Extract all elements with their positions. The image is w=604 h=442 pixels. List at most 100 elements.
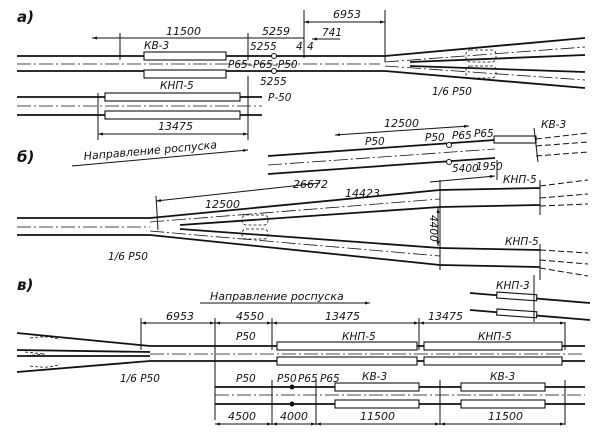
- retarder-kv3: [334, 382, 420, 392]
- retarder-knp3: [495, 291, 538, 302]
- dim-4550: 4550: [236, 310, 264, 323]
- joint: [271, 68, 277, 74]
- direction-label-c: Направление роспуска: [210, 290, 344, 303]
- dashed-continuation: [539, 193, 589, 199]
- dim-14423: 14423: [345, 187, 380, 200]
- section-b-label: б): [17, 148, 34, 166]
- label-p50b-c: Р50: [236, 373, 256, 385]
- dim-4400: 4400: [427, 215, 439, 242]
- dim-11500a: 11500: [360, 410, 395, 423]
- retarder-knp5: [423, 341, 563, 351]
- rail: [179, 206, 441, 226]
- retarder: [104, 92, 241, 102]
- dim-11500: 11500: [166, 25, 201, 38]
- dim-5259: 5259: [262, 25, 290, 38]
- joint: [271, 53, 277, 59]
- track-axis: [384, 65, 586, 81]
- dashed-continuation: [539, 259, 589, 265]
- dashed-continuation: [535, 132, 589, 140]
- rail: [16, 332, 151, 347]
- retarder-knp5: [276, 356, 418, 366]
- frog: [465, 49, 497, 63]
- label-p50c-c: Р50: [277, 373, 297, 385]
- rail: [179, 228, 441, 249]
- rail: [439, 247, 541, 251]
- retarder-knp5: [276, 341, 418, 351]
- joint: [446, 159, 452, 165]
- dim-12500-top: 12500: [384, 117, 419, 130]
- dim-5400: 5400: [452, 163, 479, 175]
- retarder-end: [533, 127, 539, 163]
- label-knp5: КНП-5: [160, 80, 194, 92]
- rail: [16, 349, 151, 353]
- label-knp5a-c: КНП-5: [342, 331, 376, 343]
- label-p50a-c: Р50: [236, 331, 256, 343]
- dashed-continuation: [535, 151, 589, 157]
- rail: [149, 234, 441, 266]
- track-axis: [267, 148, 496, 166]
- joint: [446, 142, 452, 148]
- dim-741: 741: [322, 27, 342, 39]
- dim-4500: 4500: [228, 410, 256, 423]
- frog: [241, 228, 269, 240]
- track-axis: [384, 46, 586, 63]
- dashed-continuation: [539, 203, 589, 207]
- label-kv3-b: КВ-3: [541, 119, 566, 131]
- label-p50b-b: Р50: [425, 132, 445, 144]
- rail: [16, 360, 151, 373]
- label-knp5-lower: КНП-5: [505, 236, 539, 248]
- rail: [439, 187, 541, 191]
- track-axis: [149, 230, 441, 257]
- rail: [409, 65, 586, 73]
- dim-4a: 4: [296, 41, 303, 53]
- rail: [384, 37, 586, 57]
- label-knp5b-c: КНП-5: [478, 331, 512, 343]
- label-rail-types: Р65–Р65–Р50: [228, 59, 298, 71]
- label-kv3: КВ-3: [144, 40, 169, 52]
- retarder-kv3: [334, 399, 420, 409]
- dim-line: [155, 182, 321, 202]
- label-p65a-c: Р65: [298, 373, 318, 385]
- joint: [289, 384, 295, 390]
- dim-26672: 26672: [293, 178, 328, 191]
- retarder-kv3: [143, 51, 227, 61]
- rail: [149, 189, 441, 219]
- label-kv3a-c: КВ-3: [362, 371, 387, 383]
- rail: [267, 139, 496, 157]
- label-knp3: КНП-3: [496, 280, 530, 292]
- label-p50: Р-50: [268, 92, 292, 104]
- section-c: в) Направление роспуска 1/6 Р50 Р50 КНП-…: [16, 275, 591, 426]
- section-a-label: а): [17, 8, 34, 26]
- dim-ext: [155, 195, 159, 231]
- section-a: а) КВ-3 КНП-5 Р65–Р65–Р50 11500 5259 525…: [17, 8, 586, 140]
- dim-4000: 4000: [280, 410, 308, 423]
- dashed-continuation: [535, 141, 589, 147]
- frog: [24, 336, 61, 368]
- retarder-kv3: [493, 135, 537, 144]
- retarder-kv3: [460, 399, 546, 409]
- joint: [289, 401, 295, 407]
- dim-line: [429, 174, 496, 183]
- label-kv3b-c: КВ-3: [490, 371, 515, 383]
- dim-4b: 4: [307, 41, 314, 53]
- retarder-knp5: [143, 69, 227, 79]
- direction-arrow: [71, 148, 249, 167]
- retarder-kv3: [460, 382, 546, 392]
- dim-line: [334, 124, 470, 137]
- dim-13475a: 13475: [325, 310, 360, 323]
- dim-13475: 13475: [158, 120, 193, 133]
- switch-label-a: 1/6 Р50: [432, 86, 472, 98]
- dim-5255-top: 5255: [250, 41, 277, 53]
- switch-label-b: 1/6 Р50: [108, 251, 148, 263]
- dashed-continuation: [539, 249, 589, 254]
- retarder: [104, 110, 241, 120]
- label-p65b-c: Р65: [320, 373, 340, 385]
- dim-6953-c: 6953: [166, 310, 194, 323]
- label-p50-b: Р50: [365, 136, 385, 148]
- dim-6953: 6953: [333, 8, 361, 21]
- rail: [409, 54, 586, 63]
- switch-label-c: 1/6 Р50: [120, 373, 160, 385]
- dashed-continuation: [539, 267, 589, 277]
